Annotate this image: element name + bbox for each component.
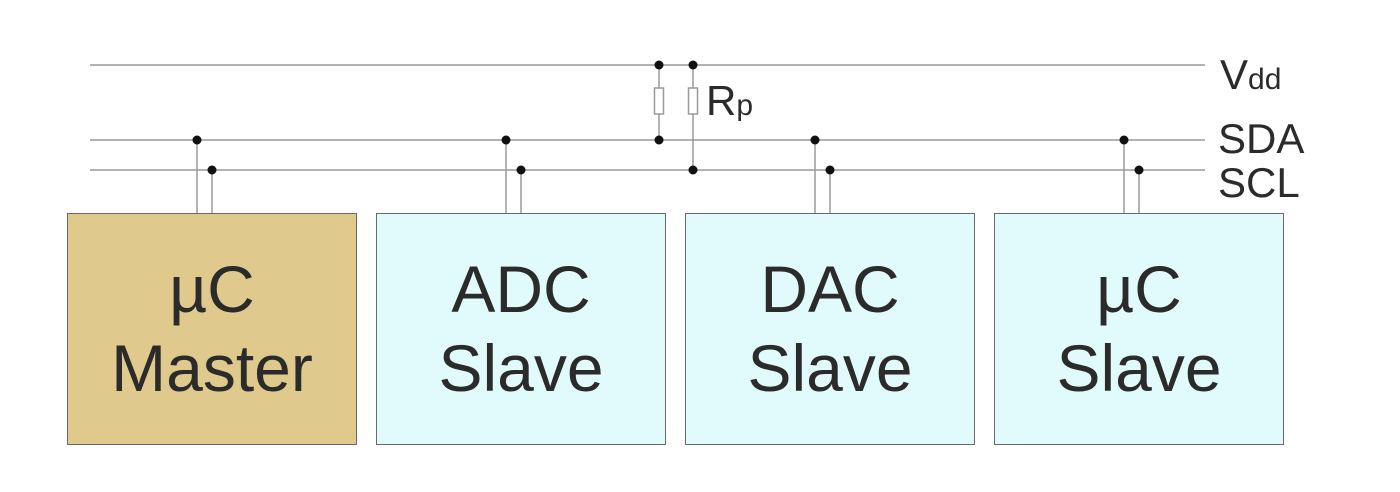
- device-uc-slave: µC Slave: [994, 213, 1284, 445]
- tap-adc: [501, 135, 526, 213]
- device-name: µC: [169, 251, 255, 326]
- device-role: Master: [111, 331, 313, 405]
- scl-label: SCL: [1218, 159, 1300, 206]
- tap-uc-slave: [1119, 135, 1144, 213]
- tap-dac: [810, 135, 835, 213]
- device-dac-slave: DAC Slave: [685, 213, 975, 445]
- device-uc-master: µC Master: [67, 213, 357, 445]
- device-adc-slave: ADC Slave: [376, 213, 666, 445]
- device-name: DAC: [760, 251, 900, 326]
- pullup-label: Rp: [706, 80, 753, 122]
- pullup-resistor-sda: [653, 60, 665, 145]
- sda-label: SDA: [1218, 115, 1305, 162]
- device-role: Slave: [747, 331, 913, 405]
- vdd-label-main: V: [1220, 51, 1249, 98]
- pullup-resistor-scl: [687, 60, 699, 175]
- device-name: µC: [1096, 251, 1182, 326]
- device-role: Slave: [1056, 331, 1222, 405]
- pullup-label-main: R: [706, 77, 737, 124]
- tap-master: [192, 135, 217, 213]
- vdd-label-sub: dd: [1248, 63, 1282, 96]
- device-name: ADC: [451, 251, 591, 326]
- device-role: Slave: [438, 331, 604, 405]
- pullup-label-sub: p: [736, 89, 754, 122]
- vdd-label: Vdd: [1220, 54, 1281, 96]
